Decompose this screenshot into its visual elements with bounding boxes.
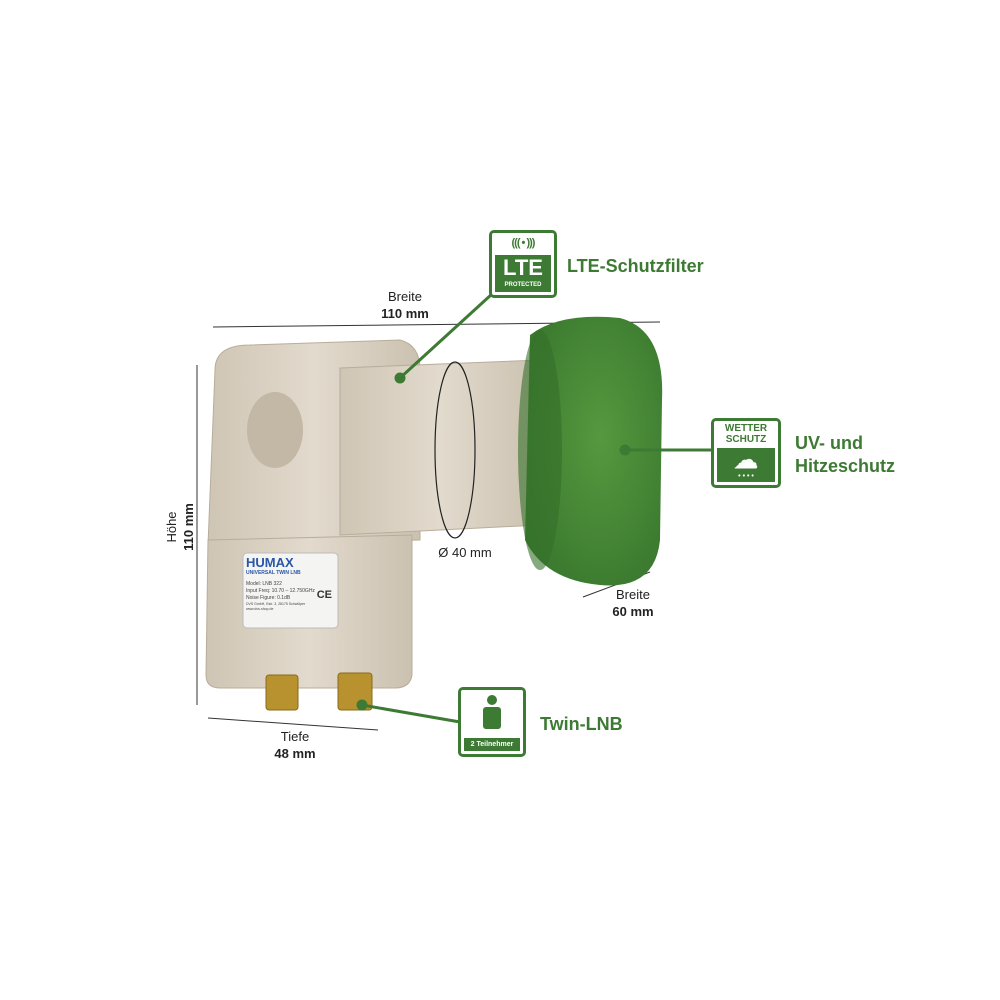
sticker-noise: Noise Figure: 0.1dB [246,595,291,601]
dim-label: Tiefe [280,729,310,744]
dim-width-total: Breite 110 mm [360,288,450,322]
dim-height: Höhe 110 mm [163,482,197,572]
dim-value: 48 mm [274,746,316,761]
dim-depth: Tiefe 48 mm [250,728,340,762]
weather-protection-badge: WETTER SCHUTZ ☁ • • • • [711,418,781,488]
feature-lte-filter: LTE-Schutzfilter [567,256,704,276]
dim-label: Höhe [164,511,179,543]
dim-value: Ø 40 mm [438,545,492,560]
sticker-freq: Input Freq: 10.70 – 12.750GHz [246,588,315,594]
feature-twin-lnb: Twin-LNB [540,714,623,734]
dim-value: 110 mm [181,503,196,551]
dim-label: Breite [616,587,650,602]
lnb-weather-cap [525,316,663,586]
sticker-web: www.dvs-shop.de [246,607,274,611]
sticker-model: Model: LNB 322 [246,581,282,587]
sticker-subtitle: UNIVERSAL TWIN LNB [246,570,301,576]
dim-value: 60 mm [612,604,654,619]
twin-lnb-badge: 2 Teilnehmer [458,687,526,757]
dim-cap-width: Breite 60 mm [588,586,678,620]
feature-uv-heat: UV- und Hitzeschutz [795,432,895,478]
ce-mark: CE [316,589,332,601]
cloud-rain-icon: ☁ [734,447,758,474]
lte-protected-badge: ((( • ))) LTE PROTECTED [489,230,557,298]
teilnehmer-text: 2 Teilnehmer [464,738,520,751]
dim-value: 110 mm [381,306,429,321]
users-icon [483,695,503,731]
brand-logo: HUMAX [246,555,294,570]
dim-label: Breite [388,289,422,304]
feature-label-line: UV- und [795,433,863,453]
signal-icon: ((( • ))) [511,237,536,249]
dim-diameter: Ø 40 mm [420,544,510,561]
protected-text: PROTECTED [504,282,542,288]
lte-text: LTE [503,255,543,280]
wetter-schutz-text: WETTER SCHUTZ [724,423,768,445]
product-sticker: HUMAX UNIVERSAL TWIN LNB Model: LNB 322 … [246,556,336,612]
feature-label-line: Hitzeschutz [795,456,896,476]
sticker-maker: DVS GmbH, Estr. 3, 28175 Schwülper [246,602,306,606]
